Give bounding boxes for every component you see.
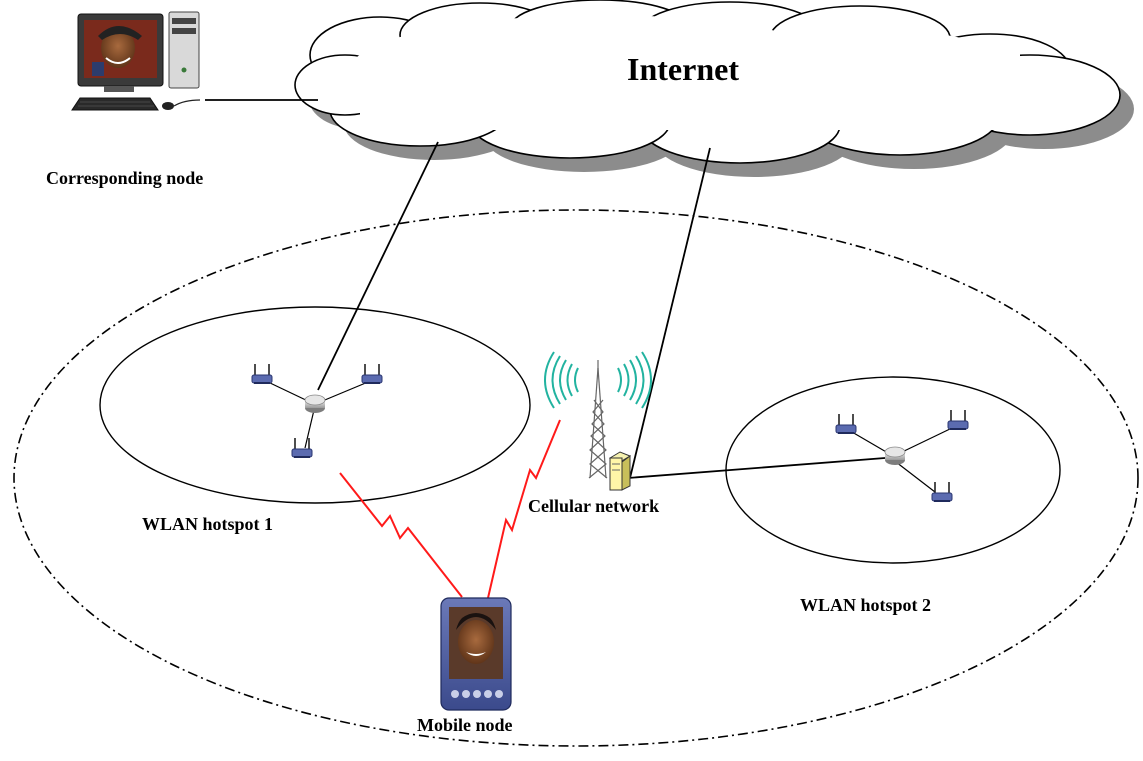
access-point-icon — [251, 363, 273, 385]
wireless-links — [339, 419, 561, 599]
base-station-icon — [608, 451, 632, 491]
mobile-node-label: Mobile node — [417, 715, 513, 735]
wlan-hotspot-2-area — [725, 376, 1061, 564]
access-point-icon — [947, 409, 969, 431]
desktop-computer-icon — [71, 11, 201, 111]
wlan-hotspot-1-label: WLAN hotspot 1 — [142, 514, 273, 534]
access-point-icon — [291, 437, 313, 459]
wlan-hotspot-2-links — [851, 427, 953, 493]
corresponding-node-label: Corresponding node — [46, 168, 203, 188]
link-internet-to-hotspot1 — [317, 141, 439, 391]
cell-tower-icon — [544, 351, 652, 479]
wlan-hotspot-1-links — [267, 381, 369, 449]
link-basestation-to-hotspot2 — [627, 457, 886, 479]
wireless-link-cellular — [487, 419, 561, 599]
pda-handheld-icon — [440, 597, 512, 711]
wireless-link-hotspot1 — [339, 472, 463, 598]
wired-links — [205, 99, 886, 479]
cellular-network-label: Cellular network — [528, 496, 659, 516]
wlan-hotspot-2-label: WLAN hotspot 2 — [800, 595, 931, 615]
internet-label: Internet — [627, 51, 739, 87]
wlan-hotspot-1-area — [99, 306, 531, 504]
access-point-icon — [931, 481, 953, 503]
coverage-area-ellipse — [13, 209, 1139, 747]
router-icon — [304, 394, 326, 414]
router-icon — [884, 446, 906, 466]
link-internet-to-basestation — [629, 147, 711, 479]
access-point-icon — [835, 413, 857, 435]
access-point-icon — [361, 363, 383, 385]
